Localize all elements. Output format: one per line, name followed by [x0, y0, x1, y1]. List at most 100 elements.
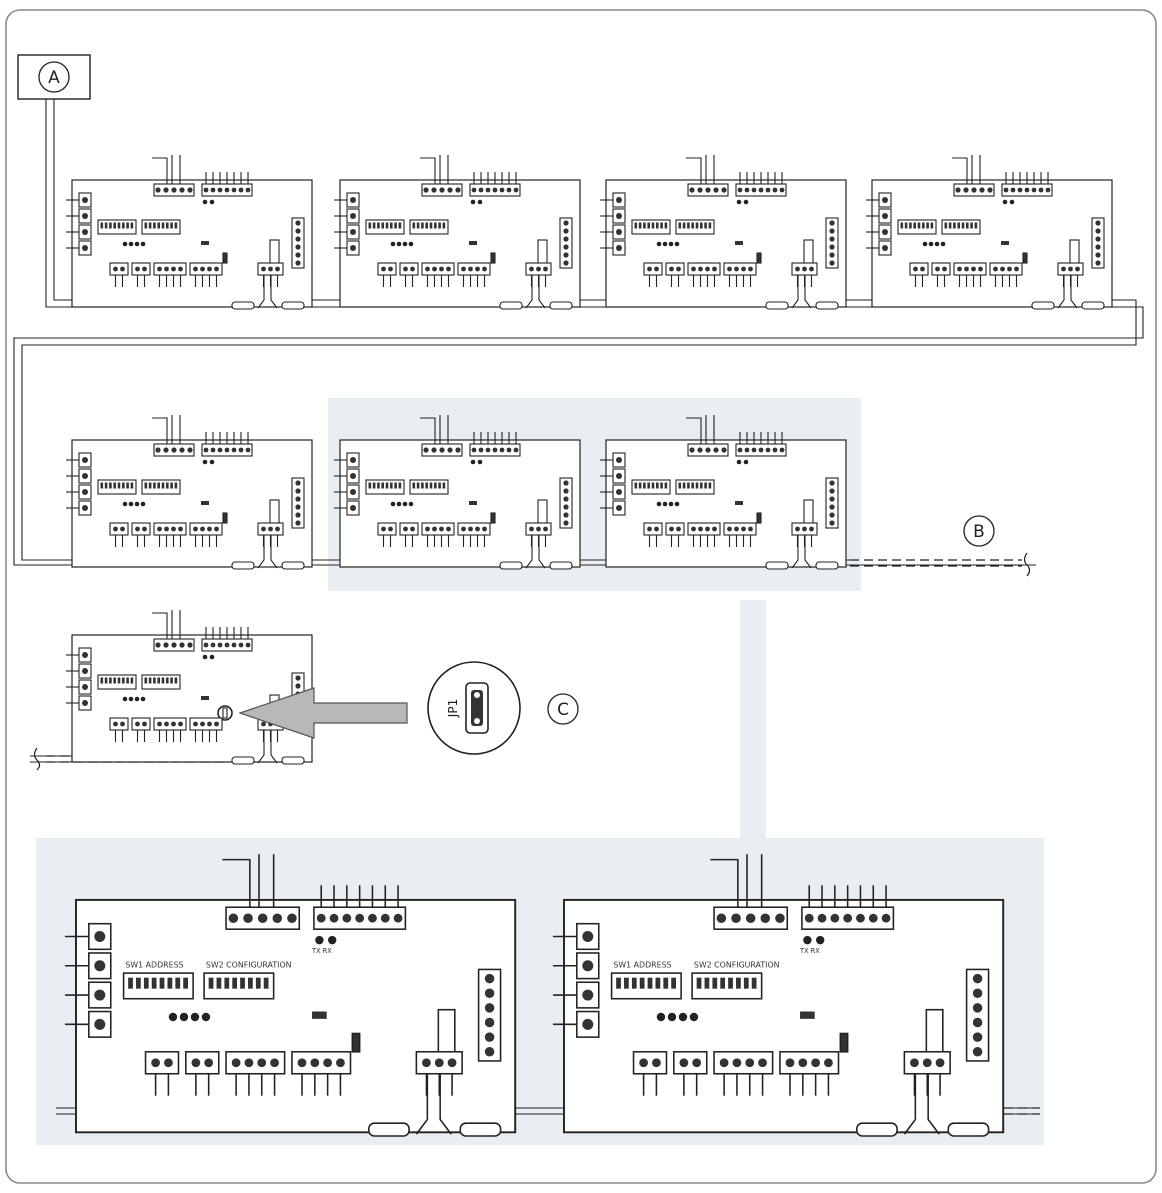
bottom-terminal-block [153, 522, 187, 536]
jumper-p2 [312, 1011, 327, 1019]
terminal-screw [151, 1058, 160, 1068]
dip-toggle [104, 222, 108, 229]
terminal-screw [410, 526, 415, 532]
dip-toggle [691, 482, 694, 489]
terminal-screw [751, 447, 757, 453]
jumper-jp1 [756, 512, 762, 524]
terminal-screw [257, 1058, 267, 1068]
terminal-screw [439, 447, 445, 453]
terminal-screw [439, 187, 445, 193]
tx-led [470, 199, 476, 205]
terminal-screw [1038, 187, 1044, 193]
terminal-screw [811, 1058, 821, 1068]
terminal-screw [856, 913, 865, 923]
terminal-screw [922, 1058, 932, 1068]
rx-led [209, 199, 215, 205]
dip-toggle [109, 222, 112, 229]
bus-ferrule-left [765, 301, 789, 310]
bus-ferrule-right [281, 756, 305, 765]
dip-toggle [159, 977, 165, 989]
jumper-p2 [469, 241, 477, 245]
terminal-screw [779, 447, 785, 453]
status-led [396, 501, 402, 507]
terminal-screw [772, 187, 778, 193]
terminal-screw [727, 526, 732, 532]
terminal-screw [120, 721, 125, 727]
bus-ferrule-left [231, 301, 255, 310]
dip-switch-sw2 [141, 219, 181, 235]
left-terminal-screw [82, 229, 88, 235]
terminal-screw [295, 228, 301, 234]
bus-ferrule-left [1031, 301, 1055, 310]
terminal-screw [721, 447, 727, 453]
rx-led [815, 935, 825, 945]
terminal-screw [829, 236, 835, 242]
status-led [668, 501, 674, 507]
terminal-screw [245, 187, 251, 193]
bus-tap-wires [525, 535, 546, 569]
terminal-screw [963, 187, 969, 193]
dip-toggle [216, 977, 222, 989]
left-terminal-screw [616, 197, 622, 203]
top-input-wires [152, 155, 181, 185]
terminal-screw [214, 526, 219, 532]
bus-tap-wires [257, 730, 278, 764]
rx-led [209, 459, 215, 465]
terminal-screw [297, 1058, 307, 1068]
terminal-screw [210, 642, 216, 648]
bus-ferrule-left [231, 561, 255, 570]
terminal-screw [513, 447, 519, 453]
bottom-terminal-block [189, 717, 223, 731]
dip-toggle [647, 977, 653, 989]
terminal-screw [712, 266, 717, 272]
jumper-p2 [1001, 241, 1009, 245]
dip-toggle [651, 222, 655, 229]
status-led [656, 501, 662, 507]
left-terminal-screw [350, 473, 356, 479]
terminal-screw [471, 187, 477, 193]
terminal-screw [482, 526, 487, 532]
terminal-screw [482, 266, 487, 272]
terminal-screw [1007, 266, 1012, 272]
dip-toggle [126, 677, 129, 684]
left-terminal-screw [350, 245, 356, 251]
status-led [190, 1012, 200, 1022]
terminal-screw [203, 447, 209, 453]
terminal-screw [475, 266, 480, 272]
terminal-screw [179, 187, 185, 193]
terminal-screw [178, 721, 183, 727]
dip-toggle [957, 222, 960, 229]
terminal-screw [295, 520, 301, 526]
terminal-screw [245, 642, 251, 648]
dip-toggle [643, 482, 646, 489]
terminal-screw [455, 447, 461, 453]
bottom-terminal-block [109, 717, 129, 731]
terminal-screw [1061, 266, 1066, 272]
dip-toggle [385, 222, 389, 229]
terminal-screw [654, 526, 659, 532]
terminal-screw [843, 913, 853, 923]
terminal-screw [478, 447, 484, 453]
terminal-screw [231, 187, 237, 193]
terminal-screw [432, 266, 437, 272]
terminal-screw [478, 187, 484, 193]
dip-toggle [687, 222, 690, 229]
terminal-screw [388, 526, 393, 532]
dip-toggle [639, 977, 645, 989]
bottom-terminal-block [665, 522, 685, 536]
callout-c-label: C [557, 700, 569, 720]
dip-toggle [122, 677, 125, 684]
bottom-terminal-block [131, 717, 151, 731]
status-led [128, 696, 134, 702]
terminal-screw [224, 187, 230, 193]
dip-toggle [421, 222, 424, 229]
dip-switch-sw2 [941, 219, 981, 235]
dip-toggle [148, 677, 152, 684]
status-led [674, 501, 680, 507]
bottom-terminal-block [421, 262, 455, 276]
left-terminal-screw [882, 229, 888, 235]
bottom-terminal-block [673, 1051, 708, 1075]
terminal-screw [178, 526, 183, 532]
bus-ferrule-left [856, 1122, 898, 1137]
sw2-label: SW2 CONFIGURATION [694, 961, 780, 970]
